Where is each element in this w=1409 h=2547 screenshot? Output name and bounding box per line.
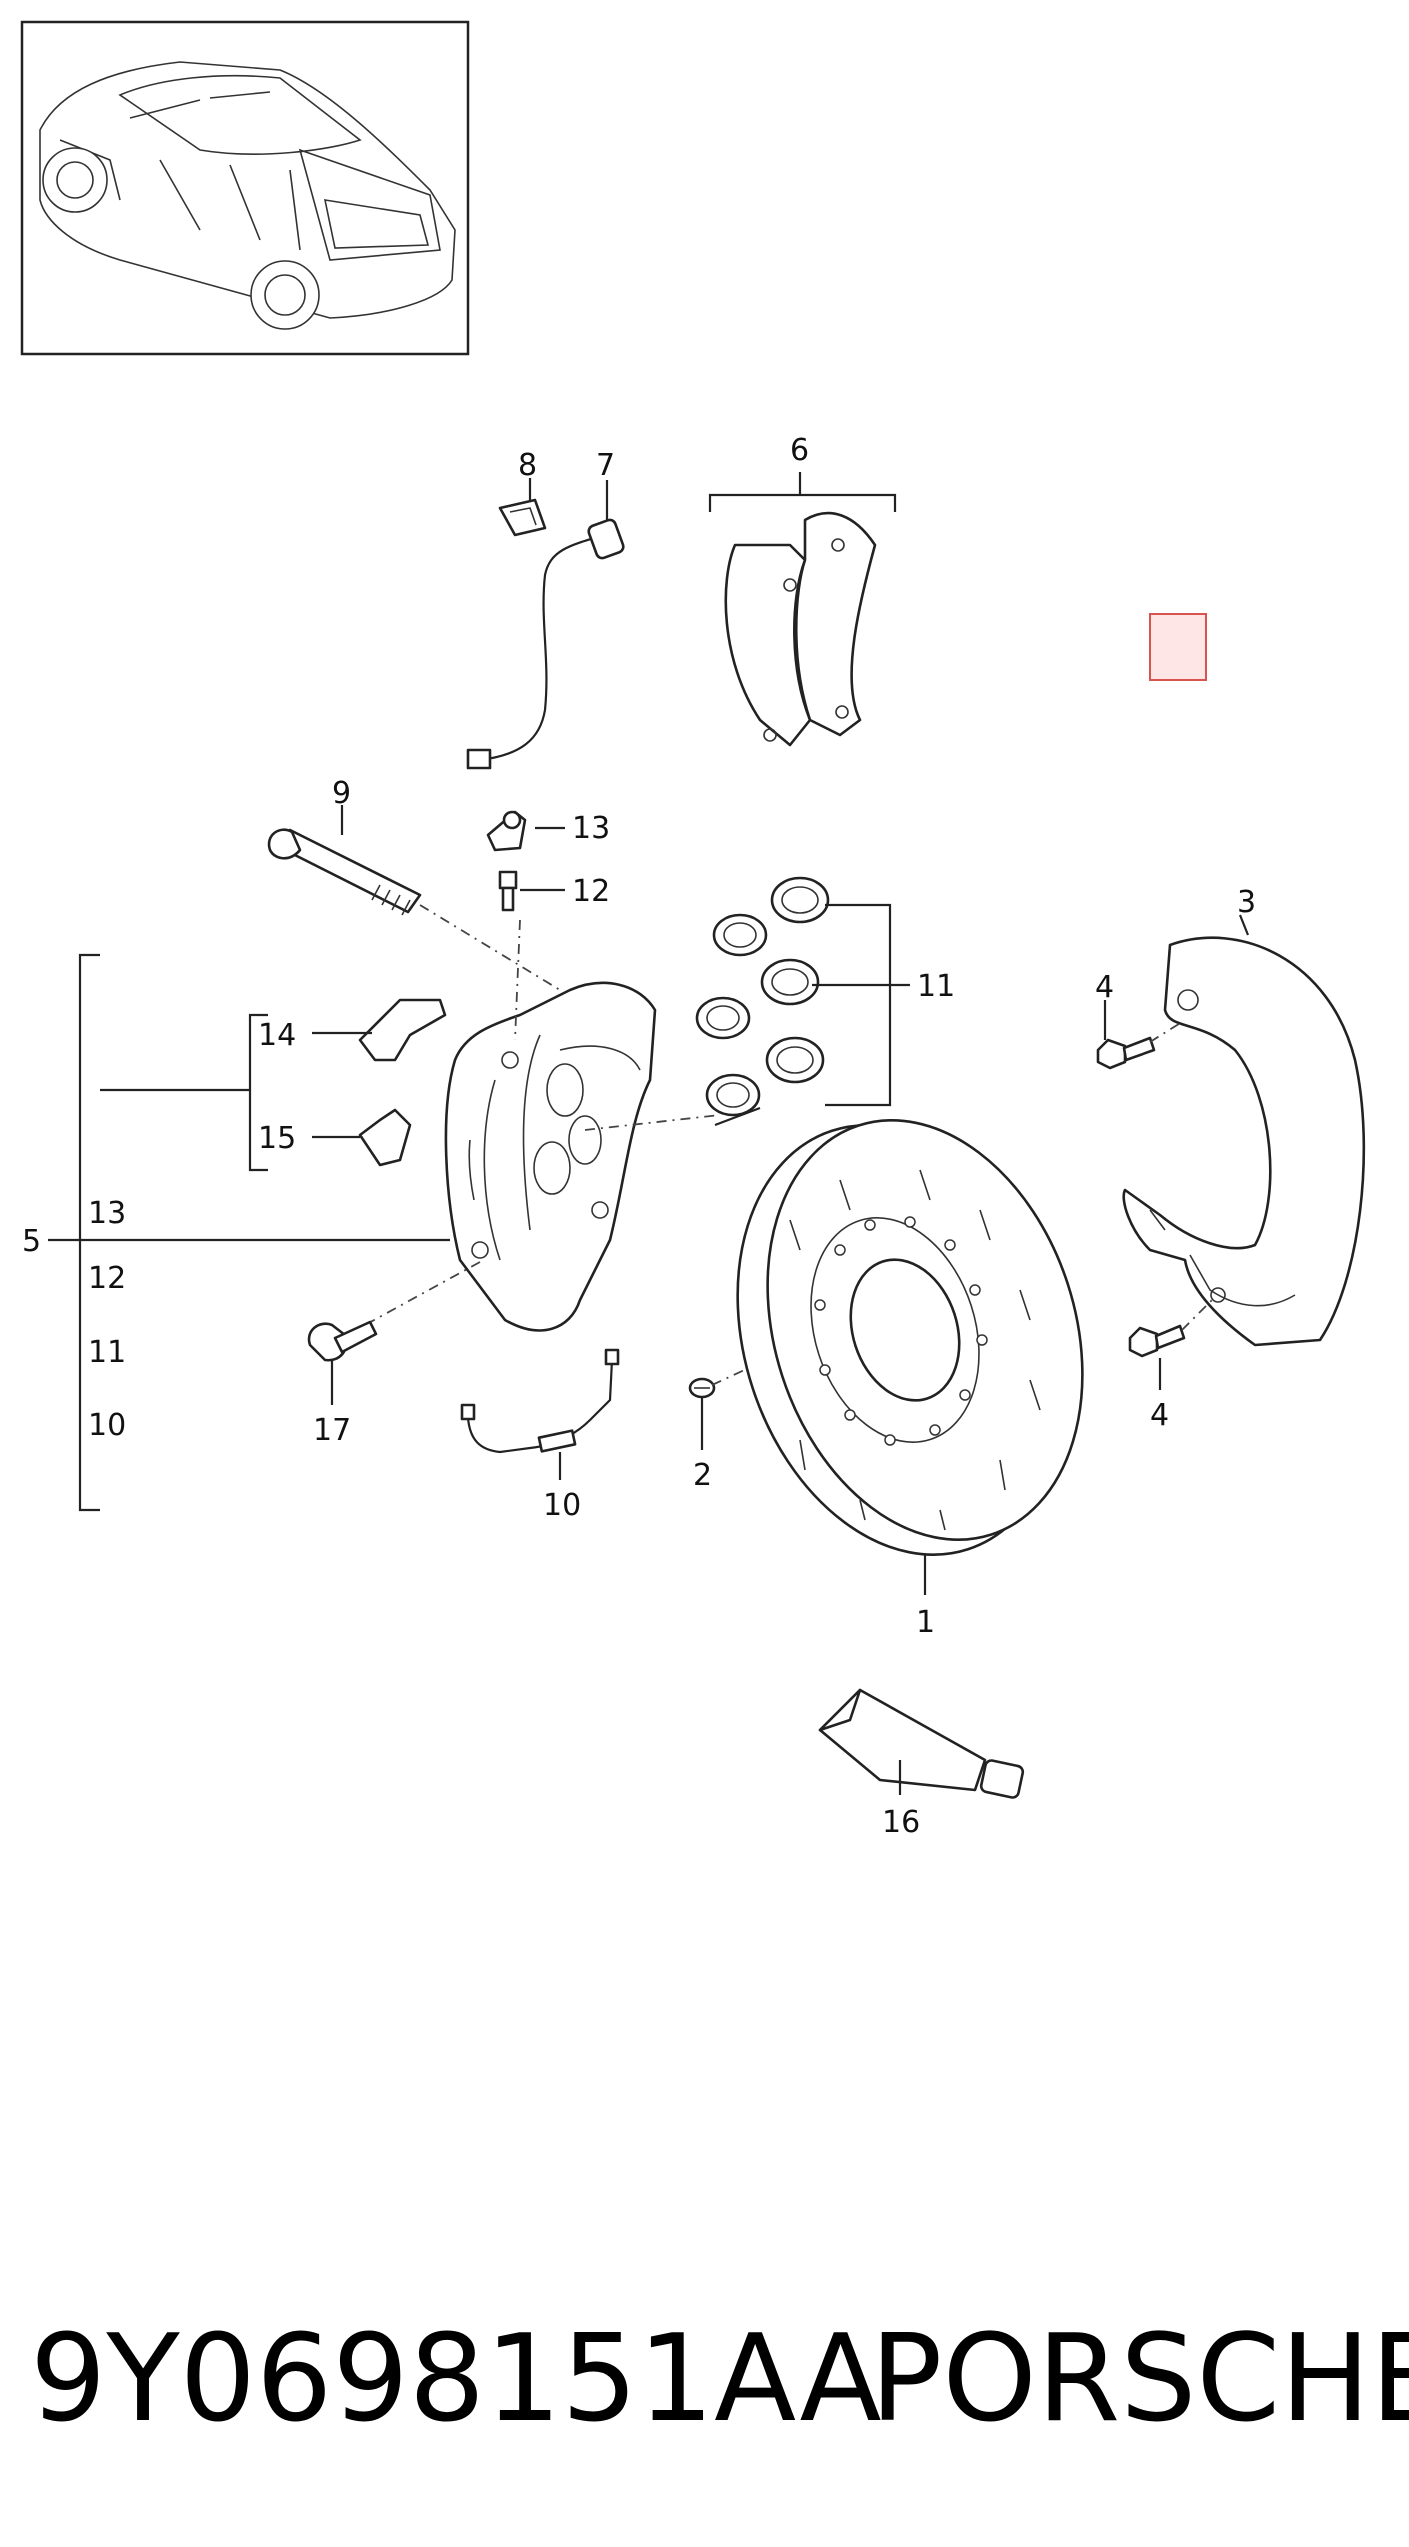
- callout-13: 13: [572, 811, 610, 846]
- caliper-pistons: [695, 876, 830, 1117]
- callout-10: 10: [543, 1488, 581, 1523]
- group5-item-1: 13: [88, 1196, 126, 1231]
- callout-9: 9: [332, 776, 351, 811]
- caliper-bolt: [267, 828, 561, 991]
- callout-4-upper: 4: [1095, 970, 1114, 1005]
- callout-15: 15: [258, 1121, 296, 1156]
- brake-pad-set: [724, 511, 877, 747]
- callout-12: 12: [572, 874, 610, 909]
- bleed-valve: [498, 870, 518, 912]
- callout-2: 2: [693, 1458, 712, 1493]
- callout-8: 8: [518, 448, 537, 483]
- brand-name: PORSCHE: [870, 2310, 1409, 2449]
- sensor-clip: [498, 498, 547, 537]
- callout-14: 14: [258, 1018, 296, 1053]
- shield-bolt-lower: [1128, 1299, 1213, 1358]
- brake-line: [460, 1348, 620, 1454]
- retaining-spring-14: [358, 998, 447, 1062]
- shield-bolt-upper: [1096, 1021, 1183, 1070]
- leader-lines: [48, 472, 1250, 1795]
- part-number: 9Y0698151AA: [30, 2310, 882, 2449]
- callout-7: 7: [596, 448, 615, 483]
- group5-item-4: 10: [88, 1408, 126, 1443]
- callout-16: 16: [882, 1805, 920, 1840]
- callout-11: 11: [917, 969, 955, 1004]
- bleed-cap: [486, 810, 527, 852]
- brake-disc: [736, 1119, 1084, 1556]
- brake-caliper: [364, 919, 721, 1332]
- wear-sensor: [466, 518, 625, 770]
- splash-shield: [1122, 936, 1366, 1347]
- callout-4-lower: 4: [1150, 1398, 1169, 1433]
- mount-bolt: [307, 1320, 378, 1362]
- group5-item-3: 11: [88, 1335, 126, 1370]
- callout-3: 3: [1237, 885, 1256, 920]
- grease-tube: [818, 1688, 1025, 1799]
- callout-1: 1: [916, 1605, 935, 1640]
- callout-5: 5: [22, 1224, 41, 1259]
- callout-6: 6: [790, 433, 809, 468]
- callout-17: 17: [313, 1413, 351, 1448]
- highlight-marker: [1149, 613, 1207, 681]
- retaining-spring-15: [358, 1108, 412, 1167]
- group5-item-2: 12: [88, 1261, 126, 1296]
- callouts: 8 7 6 9 13 12 11 14 15 5 13 12 11 10 17 …: [22, 433, 1256, 1840]
- vehicle-thumbnail: [20, 20, 470, 356]
